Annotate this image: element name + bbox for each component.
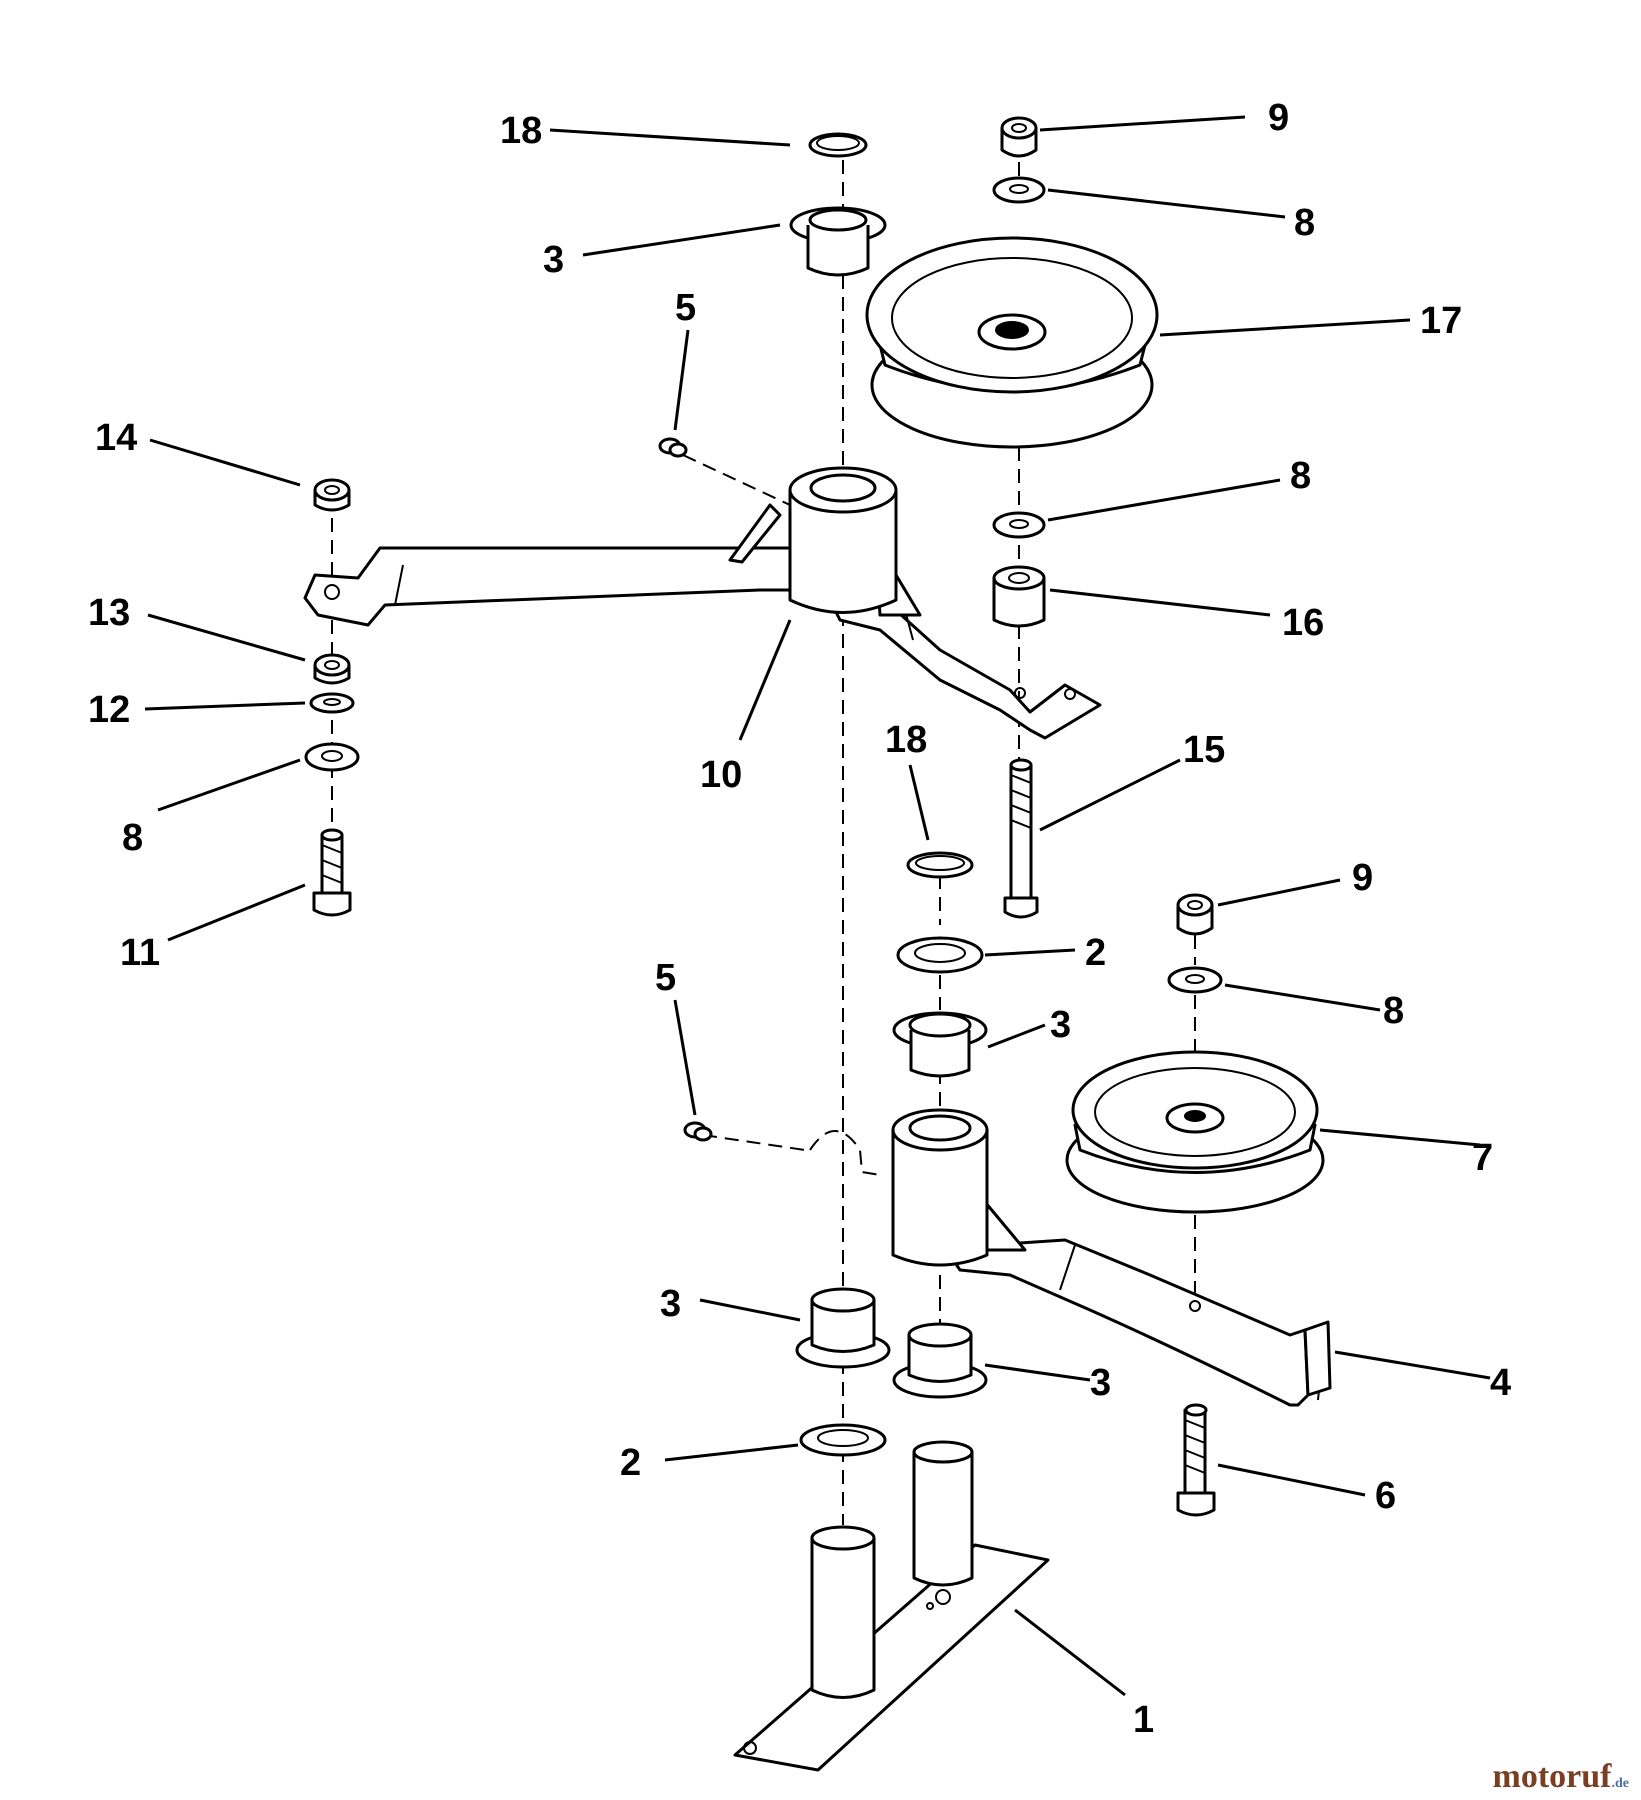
lower-bolt <box>1176 1403 1216 1517</box>
callout-3-lower-right: 3 <box>1090 1362 1111 1404</box>
left-top-nut <box>313 478 351 512</box>
lower-washer-right <box>1167 966 1223 994</box>
top-snap-ring <box>808 132 868 158</box>
callout-15: 15 <box>1183 729 1225 771</box>
lower-grease-fitting <box>683 1121 713 1142</box>
callout-6: 6 <box>1375 1475 1396 1517</box>
mid-washer <box>896 936 984 974</box>
callout-7: 7 <box>1472 1137 1493 1179</box>
mid-snap-ring <box>906 851 974 879</box>
callout-14: 14 <box>95 417 137 459</box>
left-lock-washer <box>309 692 355 714</box>
callout-4: 4 <box>1490 1362 1511 1404</box>
callout-5-top: 5 <box>675 287 696 329</box>
callout-18-mid: 18 <box>885 719 927 761</box>
top-washer <box>992 176 1046 204</box>
callout-3-mid: 3 <box>1050 1004 1071 1046</box>
watermark-suffix: .de <box>1611 1776 1630 1791</box>
callout-13: 13 <box>88 592 130 634</box>
callout-12: 12 <box>88 689 130 731</box>
callout-1: 1 <box>1133 1699 1154 1741</box>
left-bolt <box>312 828 352 917</box>
top-bushing <box>789 206 887 277</box>
watermark-text: motoruf <box>1492 1758 1612 1795</box>
lower-pulley <box>1065 1050 1325 1214</box>
lower-idler-arm <box>809 1108 1332 1407</box>
lower-locknut <box>1176 893 1214 936</box>
lower-washer-left <box>799 1423 887 1457</box>
callout-10: 10 <box>700 754 742 796</box>
callout-16: 16 <box>1282 602 1324 644</box>
callout-8-lower: 8 <box>1383 990 1404 1032</box>
base-plate <box>733 1440 1050 1772</box>
callout-9-lower: 9 <box>1352 857 1373 899</box>
upper-idler-arm <box>303 466 1102 740</box>
watermark-logo: motoruf.de <box>1493 1758 1629 1796</box>
left-flat-washer <box>304 742 360 772</box>
lower-bushing-left <box>795 1287 891 1369</box>
callout-8-left: 8 <box>122 817 143 859</box>
lower-bushing-right <box>892 1322 988 1399</box>
callout-numbers: 18 9 8 3 17 5 14 8 13 16 12 10 15 18 8 9… <box>88 97 1511 1741</box>
left-jam-nut <box>313 653 351 685</box>
callout-9-top: 9 <box>1268 97 1289 139</box>
callout-2-lower: 2 <box>620 1442 641 1484</box>
leader-lines <box>144 115 1491 1697</box>
callout-11: 11 <box>120 932 160 974</box>
callout-2-mid: 2 <box>1085 932 1106 974</box>
long-bolt <box>1003 758 1039 919</box>
callout-3-lower-left: 3 <box>660 1283 681 1325</box>
top-locknut <box>1000 116 1038 158</box>
callout-18-top: 18 <box>500 110 542 152</box>
callout-3-top: 3 <box>543 239 564 281</box>
upper-pulley <box>865 236 1159 449</box>
callout-17: 17 <box>1420 300 1462 342</box>
callout-8-mid: 8 <box>1290 455 1311 497</box>
upper-grease-fitting <box>658 437 688 458</box>
pulley-washer <box>992 511 1046 539</box>
mid-bushing <box>892 1011 988 1078</box>
callout-8-top: 8 <box>1294 202 1315 244</box>
callout-5-lower: 5 <box>655 957 676 999</box>
spacer <box>992 565 1046 628</box>
